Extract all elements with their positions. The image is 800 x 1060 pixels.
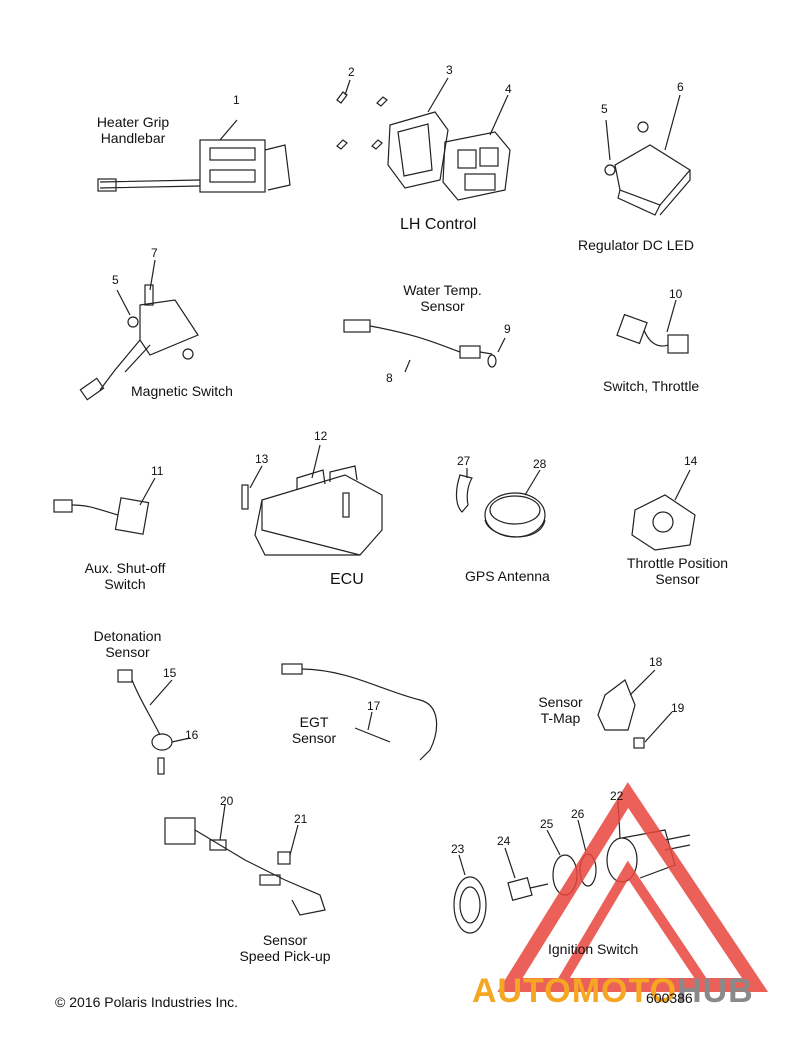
callout-7: 7 <box>151 246 158 260</box>
callout-24: 24 <box>497 834 511 848</box>
lh-control-screws <box>336 79 388 150</box>
callout-20: 20 <box>220 794 234 808</box>
callout-26: 26 <box>571 807 585 821</box>
callout-13: 13 <box>255 452 269 466</box>
label-lh-control: LH Control <box>400 216 477 233</box>
label-regulator: Regulator DC LED <box>578 237 694 253</box>
switch-throttle-drawing <box>616 299 689 354</box>
lh-control-housing <box>387 77 449 189</box>
label-ignition: Ignition Switch <box>548 941 639 957</box>
watermark-text: AUTOMOTOHUB <box>472 972 754 1011</box>
label-egt: EGT Sensor <box>291 714 337 746</box>
callout-25: 25 <box>540 817 554 831</box>
callout-4: 4 <box>505 82 512 96</box>
gps-antenna-drawing <box>455 468 546 538</box>
callout-16: 16 <box>185 728 199 742</box>
tmap-drawing <box>597 669 673 749</box>
callout-5b: 5 <box>112 273 119 287</box>
callout-21: 21 <box>294 812 308 826</box>
label-detonation: Detonation Sensor <box>93 628 162 660</box>
watermark-text-part1: AUTOMOTO <box>472 972 678 1010</box>
callout-17: 17 <box>367 699 381 713</box>
label-ecu: ECU <box>330 571 364 588</box>
aux-shutoff-drawing <box>53 477 156 535</box>
water-temp-drawing <box>343 319 506 373</box>
callout-14: 14 <box>684 454 698 468</box>
callout-12: 12 <box>314 429 328 443</box>
label-water-temp: Water Temp. Sensor <box>403 282 482 314</box>
callout-19: 19 <box>671 701 685 715</box>
watermark-text-part2: HUB <box>677 972 754 1010</box>
ecu-drawing <box>241 444 383 556</box>
egt-drawing <box>281 663 438 761</box>
regulator-drawing <box>604 94 691 216</box>
label-aux-shutoff: Aux. Shut-off Switch <box>84 560 166 592</box>
magnetic-switch-drawing <box>79 259 199 401</box>
speed-sensor-drawing <box>164 804 326 916</box>
callout-8: 8 <box>386 371 393 385</box>
callout-27: 27 <box>457 454 471 468</box>
callout-22: 22 <box>610 789 624 803</box>
label-switch-throttle: Switch, Throttle <box>603 378 700 394</box>
callout-9: 9 <box>504 322 511 336</box>
callout-11: 11 <box>151 464 164 478</box>
label-tps: Throttle Position Sensor <box>626 555 729 587</box>
callout-6: 6 <box>677 80 684 94</box>
figure-id: 600386 <box>646 990 693 1006</box>
label-speed-sensor: Sensor Speed Pick-up <box>239 932 331 964</box>
callout-18: 18 <box>649 655 663 669</box>
tps-drawing <box>631 469 696 551</box>
heater-grip-drawing <box>97 119 291 193</box>
callout-1: 1 <box>233 93 240 107</box>
callout-15: 15 <box>163 666 177 680</box>
copyright-text: © 2016 Polaris Industries Inc. <box>55 994 239 1010</box>
callout-5a: 5 <box>601 102 608 116</box>
callout-3: 3 <box>446 63 453 77</box>
callout-23: 23 <box>451 842 465 856</box>
lh-control-switch-block <box>442 94 511 201</box>
label-gps-antenna: GPS Antenna <box>465 568 550 584</box>
callout-10: 10 <box>669 287 683 301</box>
watermark-logo <box>497 782 769 992</box>
label-tmap: Sensor T-Map <box>538 694 583 726</box>
label-magnetic-switch: Magnetic Switch <box>131 383 233 399</box>
detonation-drawing <box>117 669 191 775</box>
callout-2: 2 <box>348 65 355 79</box>
callout-28: 28 <box>533 457 547 471</box>
label-heater-grip: Heater Grip Handlebar <box>96 114 170 146</box>
